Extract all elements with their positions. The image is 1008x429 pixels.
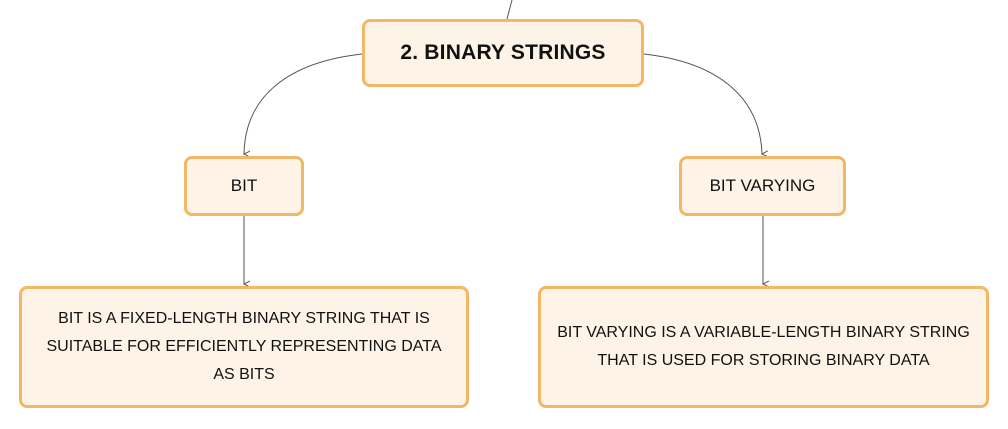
root-node-label: 2. BINARY STRINGS [400,41,606,64]
bit-description-node[interactable]: BIT IS A FIXED-LENGTH BINARY STRING THAT… [19,286,469,408]
bit-varying-node[interactable]: BIT VARYING [679,156,846,216]
bit-node[interactable]: BIT [184,156,304,216]
root-node[interactable]: 2. BINARY STRINGS [362,19,644,87]
bit-varying-description-node[interactable]: BIT VARYING IS A VARIABLE-LENGTH BINARY … [538,286,989,408]
connector-root-to-bit-varying [643,53,762,154]
connector-root-to-bit [244,53,363,154]
incoming-connector [506,0,513,20]
bit-node-label: BIT [230,176,258,195]
bit-description-text: BIT IS A FIXED-LENGTH BINARY STRING THAT… [46,310,442,383]
bit-varying-description-text: BIT VARYING IS A VARIABLE-LENGTH BINARY … [557,324,970,369]
bit-varying-node-label: BIT VARYING [709,176,816,195]
